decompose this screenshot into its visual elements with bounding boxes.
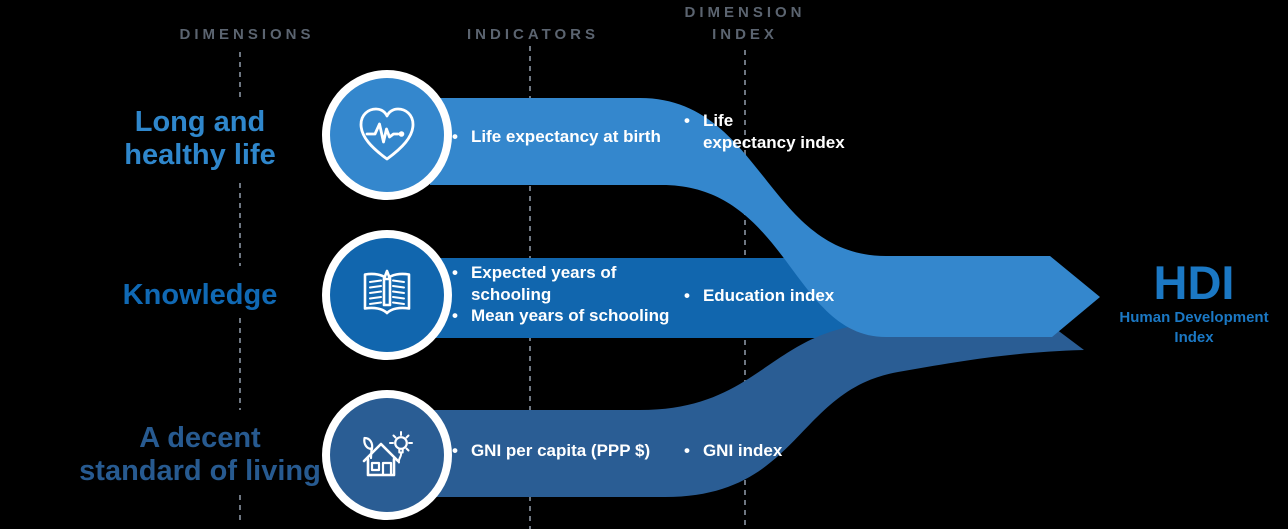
flow-band-living (430, 323, 1084, 497)
hdi-acronym: HDI (1153, 256, 1235, 309)
bullet-icon: • (452, 263, 458, 282)
indicator-gni-per-capita: • GNI per capita (PPP $) (452, 441, 651, 460)
dimension-label-health: Long and healthy life (124, 106, 276, 171)
hdi-full-name: Human Development Index (1119, 309, 1269, 346)
bullet-icon: • (684, 286, 690, 305)
icon-circle-health (322, 70, 452, 200)
heart-pulse-icon (359, 107, 415, 161)
index-education: • Education index (684, 286, 835, 305)
index-gni: • GNI index (684, 441, 783, 460)
bullet-icon: • (684, 111, 690, 130)
indicator-expected-schooling: • Expected years of schooling (452, 263, 617, 304)
header-dimensions: DIMENSIONS (179, 26, 315, 43)
header-dimension-index: DIMENSION INDEX (684, 4, 806, 43)
house-leaf-bulb-icon (362, 431, 413, 477)
header-indicators: INDICATORS (467, 26, 599, 43)
hdi-result-block: HDI Human Development Index (1100, 258, 1288, 348)
icon-disc (330, 78, 444, 192)
index-life-expectancy: • Life expectancy index (684, 111, 845, 152)
bullet-icon: • (452, 127, 458, 146)
bullet-icon: • (452, 441, 458, 460)
icon-circle-living (322, 390, 452, 520)
flow-band-health-arrow (430, 98, 1100, 337)
dimension-label-knowledge: Knowledge (122, 279, 278, 311)
icon-disc (330, 398, 444, 512)
open-book-pencil-icon (363, 269, 411, 315)
bullet-icon: • (452, 306, 458, 325)
indicator-mean-schooling: • Mean years of schooling (452, 306, 670, 325)
dimension-label-living: A decent standard of living (79, 422, 321, 487)
indicator-life-expectancy: • Life expectancy at birth (452, 127, 661, 146)
bullet-icon: • (684, 441, 690, 460)
